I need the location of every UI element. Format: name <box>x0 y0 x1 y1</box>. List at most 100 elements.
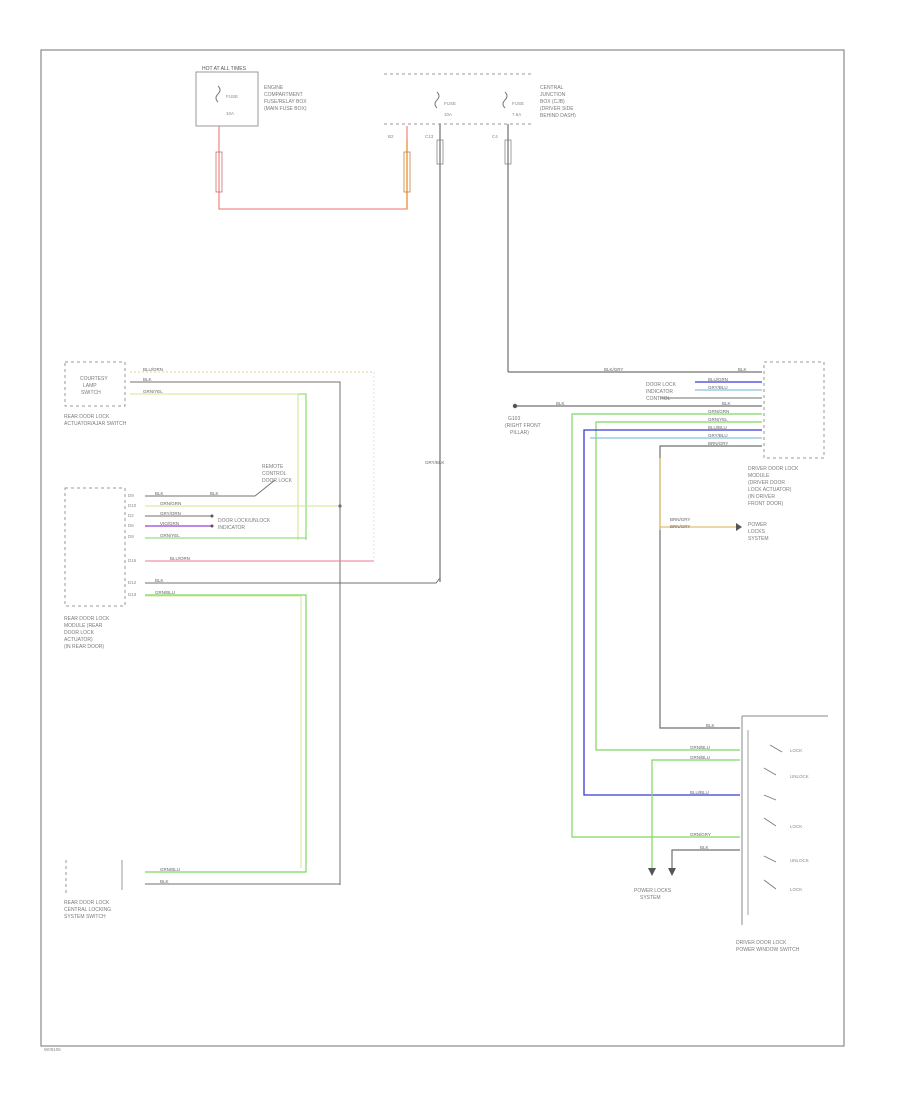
courtesy-label-2: ACTUATOR/AJAR SWITCH <box>64 421 127 427</box>
red-feed-wire <box>218 126 408 210</box>
switch-wire-1: BLK <box>706 723 715 728</box>
driver-wire-brn-gry <box>659 445 762 729</box>
switch-label-1: DRIVER DOOR LOCK <box>736 940 787 946</box>
courtesy-wire-2: BLK <box>143 377 152 382</box>
cjb-fuse-b-name: FUSE <box>512 101 524 106</box>
trunk-wire-2: BLK <box>160 879 169 884</box>
courtesy-label-1: REAR DOOR LOCK <box>64 414 110 420</box>
rear-wire-blk-ground <box>145 577 441 584</box>
switch-wire-3: GRN/BLU <box>690 755 710 760</box>
diagram-frame <box>40 49 845 1047</box>
ground-point <box>512 403 518 409</box>
courtesy-wire-3: GRN/YEL <box>143 389 163 394</box>
driver-wire-label-7: BLU/BLU <box>708 425 727 430</box>
driver-module-outline <box>763 361 825 459</box>
power-lock-wire-extra: BRN/GRY <box>670 524 690 529</box>
rear-pin-1: D9 <box>128 493 134 498</box>
rear-wire-grn-blu-2 <box>145 595 302 868</box>
cjb-fuse-b-rating: 7.5A <box>512 112 521 117</box>
driver-wire-label-5: GRN/GRN <box>708 409 729 414</box>
cjb-desc-1: CENTRAL <box>540 85 564 91</box>
rear-pin-6: D16 <box>128 558 137 563</box>
power-lock-label-1: POWER <box>748 522 767 528</box>
rear-pin-7: D12 <box>128 580 137 585</box>
main-fuse-desc-3: FUSE/RELAY BOX <box>264 99 307 105</box>
switch-contacts <box>763 744 783 890</box>
driver-wire-label-8: GRY/BLU <box>708 433 728 438</box>
rear-door-module: REAR DOOR LOCK MODULE (REAR DOOR LOCK AC… <box>64 464 441 873</box>
fuse-icon <box>502 91 508 109</box>
switch-wire-6: BLK <box>700 845 709 850</box>
rear-pin-4: D6 <box>128 523 134 528</box>
cjb-pin-3: C4 <box>492 134 498 139</box>
fuse-icon <box>215 85 221 103</box>
vertical-wire-label: GRY/BLK <box>425 460 444 465</box>
fuse-icon <box>434 91 440 109</box>
wire-label-box <box>436 139 444 165</box>
trunk-label-2: CENTRAL LOCKING <box>64 907 111 913</box>
rear-module-label-3: DOOR LOCK <box>64 630 95 636</box>
bottom-ground-label-1: POWER LOCKS <box>634 888 672 894</box>
driver-annot-3: CONTROL <box>646 396 671 402</box>
main-fuse-header: HOT AT ALL TIMES <box>202 66 247 72</box>
main-fuse-desc-2: COMPARTMENT <box>264 92 303 98</box>
cjb-pin-2: C13 <box>425 134 434 139</box>
rear-wire-label-3: GRY/ORN <box>160 511 181 516</box>
rear-ground-wire-label: BLK <box>210 491 219 496</box>
ground-label-3: PILLAR) <box>510 430 529 436</box>
switch-wire-blk <box>671 849 740 868</box>
driver-wire-label-3: GRY/BLU <box>708 385 728 390</box>
main-fuse-desc-1: ENGINE <box>264 85 284 91</box>
trunk-switch: GRN/BLU BLK REAR DOOR LOCK CENTRAL LOCKI… <box>64 860 340 920</box>
power-lock-wire-label: BRN/GRY <box>670 517 690 522</box>
rear-wire-grn-blu <box>145 594 307 873</box>
contact-label-1: LOCK <box>790 748 802 753</box>
footer-code: W09106 <box>44 1047 61 1052</box>
driver-label-4: LOCK ACTUATOR) <box>748 487 792 493</box>
rear-wire-label-8: GRN/BLU <box>155 590 175 595</box>
driver-annot-2: INDICATOR <box>646 389 673 395</box>
top-wires: GRY/BLK <box>215 124 762 582</box>
driver-label-2: MODULE <box>748 473 770 479</box>
rear-module-label-2: MODULE (REAR <box>64 623 103 629</box>
power-lock-label-3: SYSTEM <box>748 536 769 542</box>
cjb-desc-3: BOX (CJB) <box>540 99 565 105</box>
cjb-fuse-box: FUSE 10A FUSE 7.5A CENTRAL JUNCTION BOX … <box>384 73 576 139</box>
rear-wire-label-6: BLU/ORN <box>170 556 190 561</box>
cjb-desc-2: JUNCTION <box>540 92 566 98</box>
cjb-fuse-a-name: FUSE <box>444 101 456 106</box>
driver-wire-label-4: BLK <box>722 401 731 406</box>
power-lock-reference: BRN/GRY BRN/GRY POWER LOCKS SYSTEM <box>660 517 769 542</box>
driver-door-module: DRIVER DOOR LOCK MODULE (DRIVER DOOR LOC… <box>505 361 825 838</box>
switch-wire-grn-blu <box>651 759 740 868</box>
main-fuse-desc-4: (MAIN FUSE BOX) <box>264 106 307 112</box>
courtesy-name-1: COURTESY <box>80 376 108 382</box>
bottom-ground-label-2: SYSTEM <box>640 895 661 901</box>
splice-dot <box>210 524 214 528</box>
contact-label-5: LOCK <box>790 887 802 892</box>
switch-label-2: POWER WINDOW SWITCH <box>736 947 800 953</box>
grn-yel-wire-2 <box>130 393 299 540</box>
trunk-wire-1: GRN/BLU <box>160 867 180 872</box>
splice-dot <box>210 514 214 518</box>
wire-label-box <box>504 139 512 165</box>
trunk-label-1: REAR DOOR LOCK <box>64 900 110 906</box>
ground-wire-label: BLK <box>556 401 565 406</box>
rear-module-label-5: (IN REAR DOOR) <box>64 644 104 650</box>
main-fuse-box: HOT AT ALL TIMES FUSE 10A ENGINE COMPART… <box>195 66 307 127</box>
rear-pin-2: D10 <box>128 503 137 508</box>
rear-wire-blk-angle <box>254 479 276 497</box>
driver-wire-grn-yel <box>595 421 762 751</box>
ground-label-2: (RIGHT FRONT <box>505 423 541 429</box>
power-lock-label-2: LOCKS <box>748 529 766 535</box>
switch-wire-4: BLU/BLU <box>690 790 709 795</box>
switch-wire-5: GRN/GRY <box>690 832 711 837</box>
cjb-desc-5: BEHIND DASH) <box>540 113 576 119</box>
courtesy-switch-outline <box>64 361 126 407</box>
wire-label-box <box>215 151 223 193</box>
courtesy-name-3: SWITCH <box>81 390 101 396</box>
rear-wire-label-7: BLK <box>155 578 164 583</box>
cjb-fuse-a-rating: 10A <box>444 112 452 117</box>
courtesy-name-2: LAMP <box>83 383 97 389</box>
